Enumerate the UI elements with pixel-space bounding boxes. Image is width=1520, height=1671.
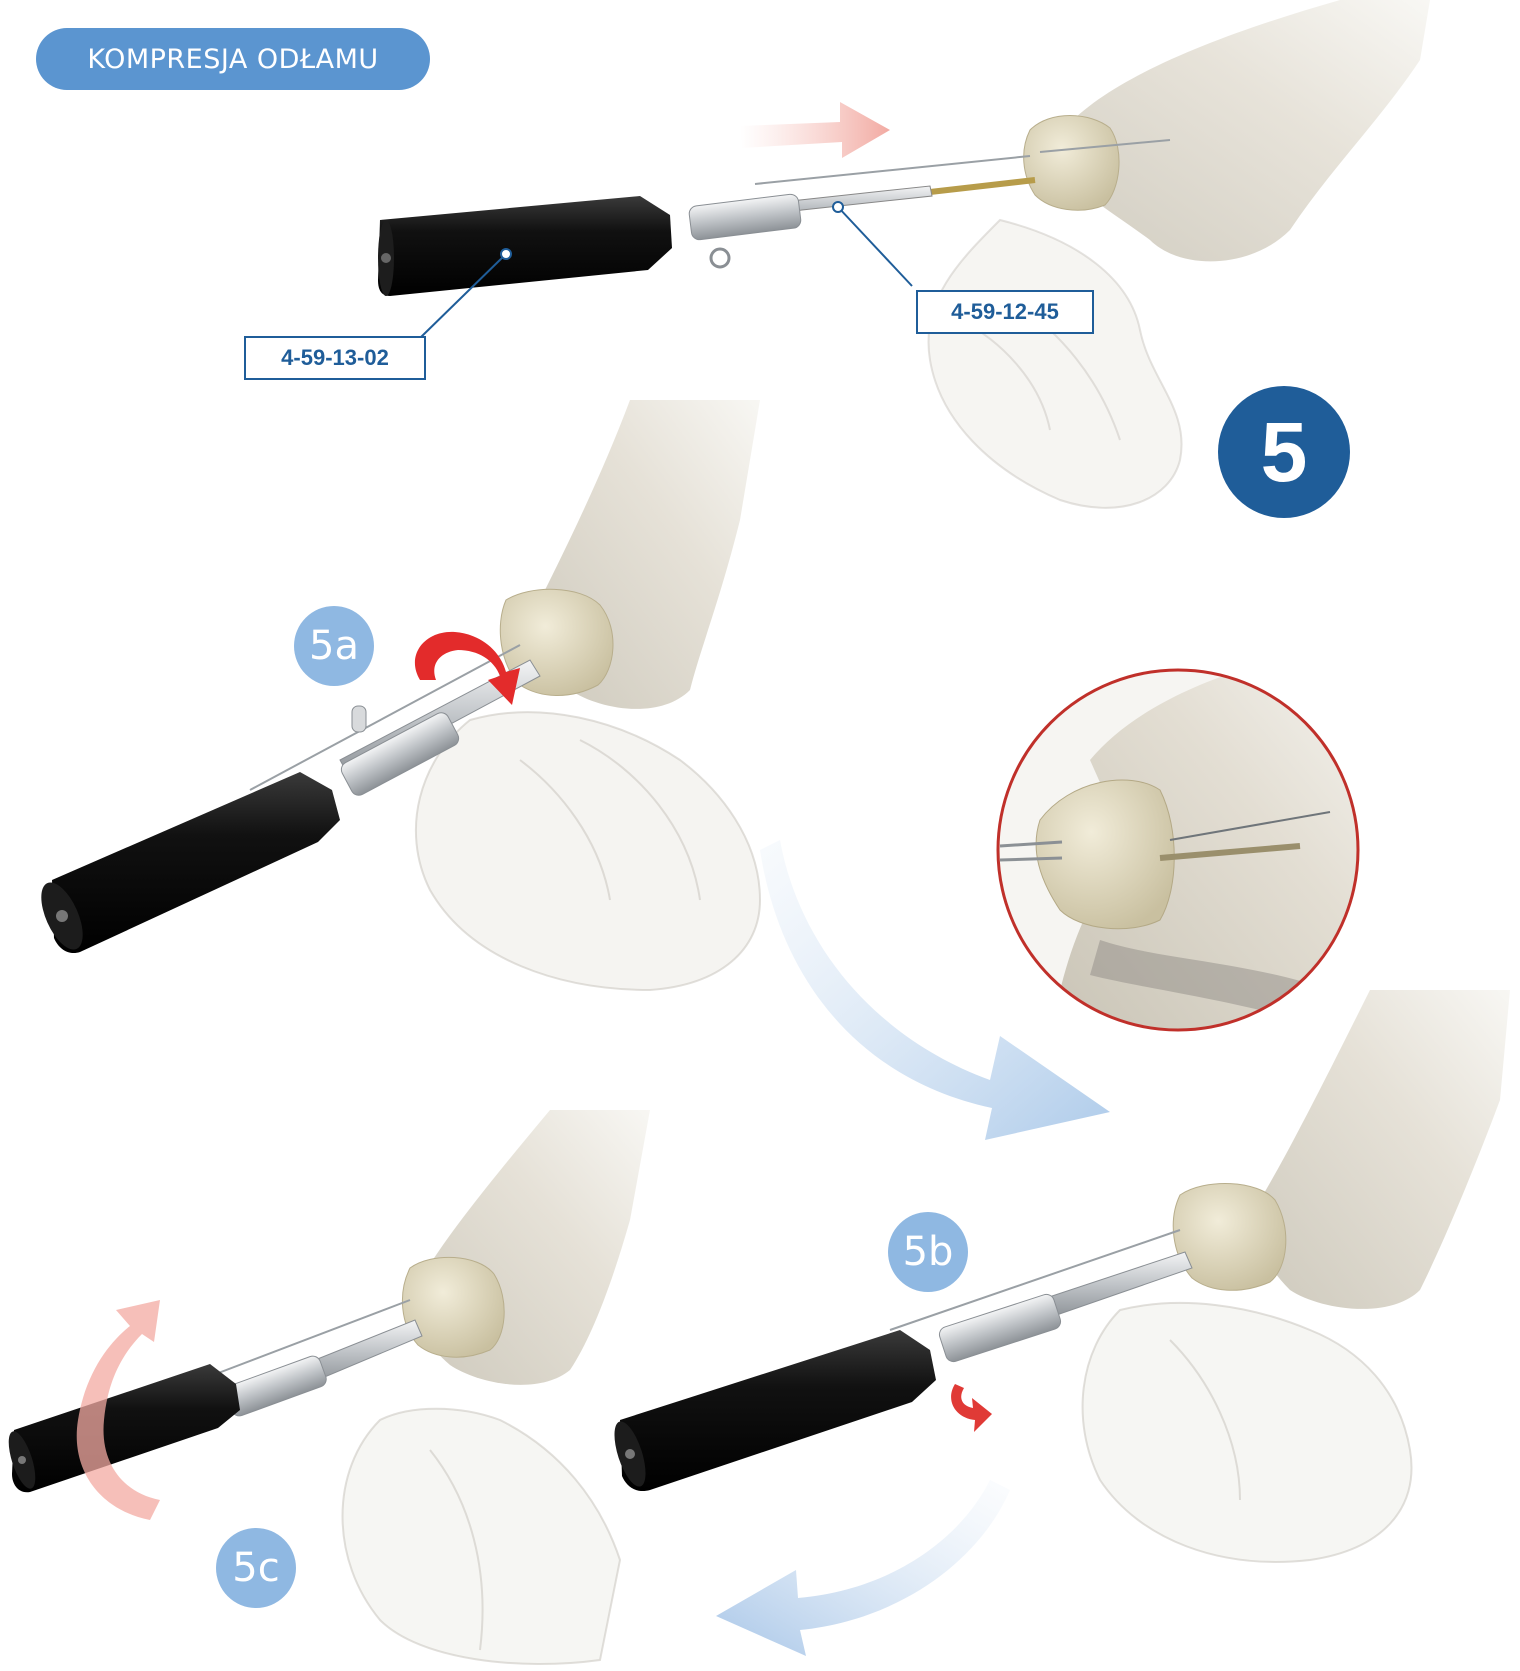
- k-wire: [755, 156, 1030, 184]
- flow-arrow-icon: [716, 1480, 1010, 1656]
- bone-fragment: [1173, 1184, 1286, 1291]
- handle-handle: [608, 1330, 936, 1491]
- substep-badge-5a: 5a: [294, 606, 374, 686]
- part-code-screwdriver: 4-59-12-45: [916, 290, 1094, 334]
- panel-step-5b: [608, 990, 1510, 1562]
- handle: [3, 1364, 240, 1492]
- substep-badge-5b: 5b: [888, 1212, 968, 1292]
- section-title-pill: KOMPRESJA ODŁAMU: [36, 28, 430, 90]
- compression-screw: [930, 180, 1035, 192]
- step-number-badge: 5: [1218, 386, 1350, 518]
- tibia-bone: [1256, 990, 1510, 1309]
- bone-fragment: [1024, 116, 1119, 211]
- rotation-arrow-icon: [951, 1384, 992, 1432]
- foot-bones-ghost: [1083, 1303, 1412, 1562]
- handle: [33, 772, 340, 955]
- bone-fragment: [402, 1257, 504, 1357]
- foot-bones-ghost: [928, 220, 1181, 508]
- foot-bones-ghost: [416, 712, 760, 990]
- part-code-handle: 4-59-13-02: [244, 336, 426, 380]
- panel-step-5a: [33, 400, 760, 990]
- foot-bones-ghost: [343, 1409, 621, 1664]
- motion-arrow-icon: [740, 102, 890, 158]
- substep-badge-5c: 5c: [216, 1528, 296, 1608]
- handle-4-59-13-02: [378, 196, 672, 296]
- panel-step-5c: [3, 1110, 650, 1664]
- zoom-detail: [990, 640, 1380, 1040]
